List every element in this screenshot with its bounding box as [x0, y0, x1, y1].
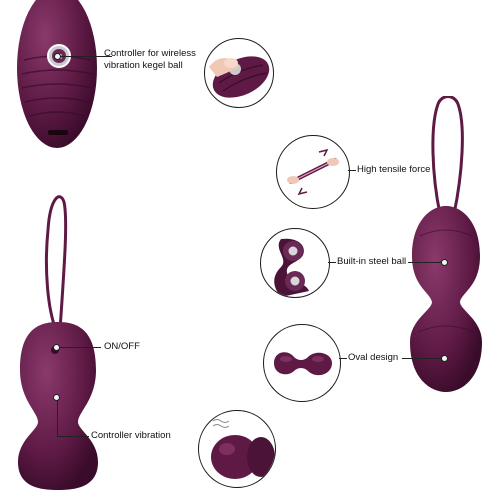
detail-circle-steel-ball [260, 228, 330, 298]
leader-line [402, 358, 442, 359]
detail-circle-vibration [198, 410, 276, 488]
kegel-ball-with-controller [18, 195, 98, 490]
ball-dot [53, 394, 60, 401]
detail-circle-oval [263, 324, 341, 402]
detail-circle-tensile [276, 135, 350, 209]
callout-controller-vibration: Controller vibration [91, 430, 171, 441]
callout-on-off: ON/OFF [104, 341, 140, 352]
leader-line [408, 262, 442, 263]
leader-line [59, 347, 101, 348]
leader-line [57, 436, 89, 437]
leader-line [60, 56, 112, 57]
leader-line [339, 358, 347, 359]
callout-controller-wireless: Controller for wireless vibration kegel … [104, 48, 196, 71]
kegel-ball-double [410, 96, 482, 392]
callout-high-tensile: High tensile force [357, 164, 431, 175]
callout-oval-design: Oval design [348, 352, 399, 363]
leader-line [348, 170, 356, 171]
leader-line [328, 262, 336, 263]
remote-controller: M [17, 0, 97, 148]
steel-ball-dot [441, 259, 448, 266]
oval-dot [441, 355, 448, 362]
callout-steel-ball: Built-in steel ball [337, 256, 407, 267]
leader-line [57, 400, 58, 436]
detail-circle-hand-remote [204, 38, 274, 108]
